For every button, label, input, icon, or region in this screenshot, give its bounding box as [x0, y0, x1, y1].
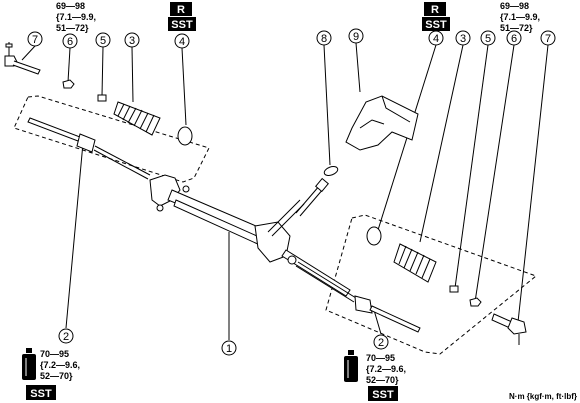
- callout-5-right: 5: [480, 30, 496, 46]
- svg-text:3: 3: [129, 35, 135, 47]
- svg-text:SST: SST: [171, 19, 193, 31]
- pinion-shaft: [295, 177, 329, 217]
- callout-2-left: 2: [58, 328, 74, 344]
- torque-spec-bottom-center: 70—95 {7.2—9.6, 52—70}: [366, 353, 406, 385]
- grease-can-icon: [22, 348, 36, 380]
- left-tie-rod-end: [4, 42, 41, 75]
- r-badge-left: R: [170, 2, 192, 16]
- grease-can-icon: [344, 350, 358, 382]
- r-badge-right: R: [424, 2, 446, 16]
- sst-badge-bottom-left: SST: [26, 385, 56, 400]
- callout-7-left: 7: [27, 31, 43, 47]
- svg-text:3: 3: [460, 33, 466, 45]
- svg-text:69—98: 69—98: [500, 1, 529, 11]
- callout-1: 1: [221, 340, 237, 356]
- left-clip: [97, 94, 107, 102]
- right-tie-rod-end: [491, 313, 527, 345]
- callout-7-right: 7: [540, 30, 556, 46]
- sst-badge-top-right: SST: [422, 17, 450, 31]
- svg-text:4: 4: [433, 33, 439, 45]
- torque-spec-top-left: 69—98 {7.1—9.9, 51—72}: [56, 1, 96, 33]
- callout-4-right: 4: [428, 30, 444, 46]
- torque-spec-bottom-left: 70—95 {7.2—9.6, 52—70}: [40, 349, 80, 381]
- svg-text:{7.1—9.9,: {7.1—9.9,: [500, 12, 540, 22]
- callout-8: 8: [316, 30, 332, 46]
- svg-text:6: 6: [511, 33, 517, 45]
- svg-text:1: 1: [226, 343, 232, 355]
- svg-text:52—70}: 52—70}: [366, 375, 399, 385]
- svg-text:R: R: [177, 4, 185, 16]
- callout-6-right: 6: [506, 30, 522, 46]
- callout-6-left: 6: [62, 33, 78, 49]
- callout-2-right: 2: [373, 334, 389, 350]
- sst-badge-top-left: SST: [168, 17, 196, 31]
- svg-text:7: 7: [32, 34, 38, 46]
- svg-text:SST: SST: [425, 19, 447, 31]
- svg-text:51—72}: 51—72}: [500, 23, 533, 33]
- svg-text:{7.2—9.6,: {7.2—9.6,: [366, 364, 406, 374]
- svg-text:52—70}: 52—70}: [40, 371, 73, 381]
- svg-text:{7.1—9.9,: {7.1—9.9,: [56, 12, 96, 22]
- svg-text:4: 4: [179, 36, 185, 48]
- svg-text:2: 2: [63, 331, 69, 343]
- svg-text:9: 9: [353, 31, 359, 43]
- callout-3-right: 3: [455, 30, 471, 46]
- svg-text:70—95: 70—95: [366, 353, 395, 363]
- svg-text:2: 2: [378, 337, 384, 349]
- right-boot: [393, 243, 437, 283]
- right-tie-rod: [295, 261, 421, 333]
- left-boot-band: [177, 126, 193, 146]
- svg-text:8: 8: [321, 33, 327, 45]
- left-boot: [113, 101, 161, 136]
- right-nut: [469, 297, 482, 307]
- right-dashed-group: [325, 214, 538, 355]
- svg-text:R: R: [431, 4, 439, 16]
- svg-text:SST: SST: [372, 389, 394, 401]
- callout-4-left: 4: [174, 33, 190, 49]
- seal-ring: [323, 166, 339, 176]
- svg-text:6: 6: [67, 36, 73, 48]
- sst-badge-bottom-center: SST: [368, 386, 398, 401]
- callout-5-left: 5: [95, 32, 111, 48]
- svg-text:5: 5: [485, 33, 491, 45]
- svg-text:69—98: 69—98: [56, 1, 85, 11]
- callout-9: 9: [348, 28, 364, 44]
- right-boot-band: [366, 226, 382, 246]
- right-clip: [449, 285, 459, 293]
- units-footnote: N·m {kgf·m, ft·lbf}: [509, 392, 577, 401]
- svg-text:51—72}: 51—72}: [56, 23, 89, 33]
- callout-3-left: 3: [124, 32, 140, 48]
- svg-text:SST: SST: [30, 388, 52, 400]
- torque-spec-top-right: 69—98 {7.1—9.9, 51—72}: [500, 1, 540, 33]
- svg-text:5: 5: [100, 35, 106, 47]
- dust-cover: [345, 95, 419, 151]
- svg-text:{7.2—9.6,: {7.2—9.6,: [40, 360, 80, 370]
- left-tie-rod: [27, 117, 151, 180]
- svg-text:7: 7: [545, 33, 551, 45]
- left-dashed-group: [13, 95, 210, 183]
- svg-text:70—95: 70—95: [40, 349, 69, 359]
- left-nut: [62, 79, 75, 89]
